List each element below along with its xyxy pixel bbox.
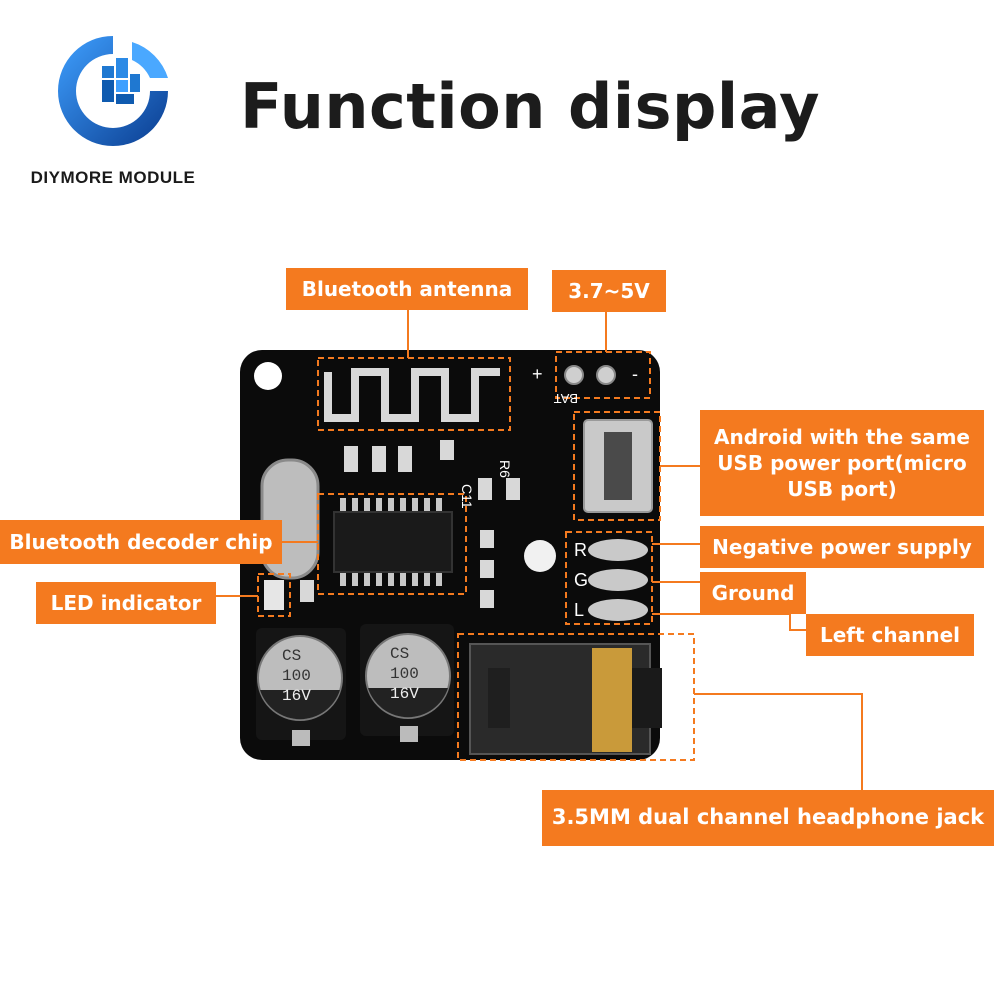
jack-contact bbox=[592, 648, 632, 752]
brand-logo: DIYMORE MODULE bbox=[18, 28, 208, 198]
minus-mark: - bbox=[632, 364, 638, 384]
callout-led: LED indicator bbox=[36, 582, 216, 624]
cap-left-line2: 100 bbox=[282, 667, 311, 685]
pad-l bbox=[588, 599, 648, 621]
c11-mark: C11 bbox=[459, 484, 475, 509]
antenna-trace bbox=[324, 368, 500, 422]
callout-usb: Android with the same USB power port(mic… bbox=[700, 410, 984, 516]
cap-right-line2: 100 bbox=[390, 665, 419, 683]
chip-pins bbox=[340, 498, 442, 586]
brand-name: DIYMORE MODULE bbox=[30, 168, 196, 187]
led bbox=[264, 580, 284, 610]
callout-left-channel: Left channel bbox=[806, 614, 974, 656]
via-hole bbox=[524, 540, 556, 572]
mounting-hole bbox=[254, 362, 282, 390]
plus-mark: + bbox=[532, 364, 543, 384]
callout-ground: Ground bbox=[700, 572, 806, 614]
antenna-frame bbox=[317, 357, 511, 431]
cap-right-line3: 16V bbox=[390, 685, 419, 703]
pad-r bbox=[588, 539, 648, 561]
capacitor-left: CS 100 16V bbox=[256, 628, 346, 746]
cap-right-line1: CS bbox=[390, 645, 409, 663]
r-mark: R bbox=[574, 540, 587, 560]
page-title: Function display bbox=[240, 70, 821, 143]
callout-jack: 3.5MM dual channel headphone jack bbox=[542, 790, 994, 846]
decoder-chip bbox=[333, 511, 453, 573]
smd-components bbox=[300, 440, 520, 608]
chip-frame bbox=[317, 493, 467, 595]
cap-left-line3: 16V bbox=[282, 687, 311, 705]
bat-mark: BAT bbox=[554, 391, 578, 406]
leader-lines bbox=[216, 308, 863, 790]
capacitor-right: CS 100 16V bbox=[360, 624, 454, 742]
r6-mark: R6 bbox=[497, 460, 513, 478]
l-mark: L bbox=[574, 600, 584, 620]
callout-voltage: 3.7~5V bbox=[552, 270, 666, 312]
callout-chip: Bluetooth decoder chip bbox=[0, 520, 282, 564]
callout-negative: Negative power supply bbox=[700, 526, 984, 568]
callout-antenna: Bluetooth antenna bbox=[286, 268, 528, 310]
cap-left-line1: CS bbox=[282, 647, 301, 665]
pad-g bbox=[588, 569, 648, 591]
output-frame bbox=[565, 531, 653, 625]
g-mark: G bbox=[574, 570, 588, 590]
led-frame bbox=[257, 573, 291, 617]
diymore-logo-icon bbox=[58, 36, 168, 146]
jack-frame bbox=[457, 633, 695, 761]
